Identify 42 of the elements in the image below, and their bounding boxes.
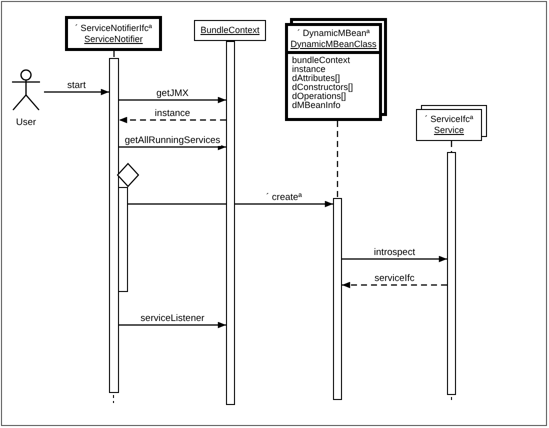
message-arrow: [44, 88, 109, 96]
class-box: [285, 23, 382, 121]
edge-label: ´ createª: [265, 193, 303, 203]
object-name: DynamicMBeanClass: [290, 38, 377, 50]
activation-bar: [118, 187, 128, 292]
return-arrow: [342, 282, 447, 288]
activation-bar: [226, 41, 235, 405]
lifeline: [336, 121, 338, 198]
edge-label: getAllRunningServices: [124, 136, 222, 146]
return-arrow: [119, 116, 226, 124]
attribute-name: dOperations[]: [292, 92, 346, 101]
message-arrow: [342, 256, 447, 262]
actor-label: User: [16, 117, 36, 128]
decision-diamond: [117, 163, 139, 187]
attribute-name: dAttributes[]: [292, 74, 340, 83]
message-arrow: [119, 96, 226, 104]
attribute-name: dMBeanInfo: [292, 101, 341, 110]
activation-bar: [333, 198, 342, 400]
object-box: [194, 20, 266, 41]
edge-label: serviceIfc: [373, 274, 416, 284]
edge-label: start: [66, 81, 87, 91]
stereotype-label: ´ DynamicMBeanª: [297, 28, 370, 38]
lifeline: [113, 51, 115, 58]
edge-label: getJMX: [155, 89, 190, 99]
object-box: [416, 109, 482, 141]
stereotype-label: ´ ServiceNotifierIfcª: [75, 22, 152, 34]
object-box: [65, 16, 162, 51]
edge-label: instance: [154, 109, 192, 119]
message-arrow: [119, 144, 226, 150]
attribute-name: dConstructors[]: [292, 83, 354, 92]
message-arrow: [128, 200, 333, 208]
message-arrow: [119, 322, 226, 328]
attribute-name: bundleContext: [292, 56, 350, 65]
lifeline: [450, 141, 452, 152]
object-name: Service: [434, 125, 464, 136]
object-name: ServiceNotifier: [84, 34, 143, 44]
object-name: BundleContext: [200, 25, 260, 36]
activation-bar: [447, 152, 456, 395]
stereotype-label: ´ ServiceIfcª: [424, 114, 474, 125]
edge-label: introspect: [372, 248, 416, 258]
attribute-name: instance: [292, 65, 326, 74]
edge-label: serviceListener: [140, 314, 206, 324]
